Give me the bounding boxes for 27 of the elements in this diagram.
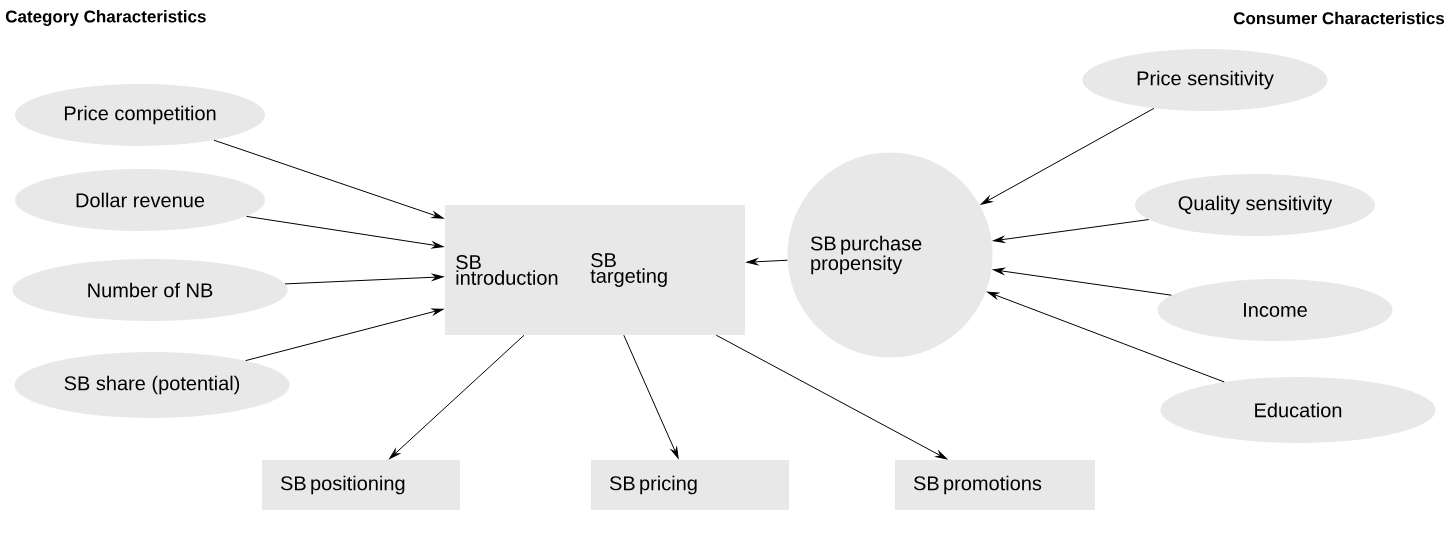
arrow bbox=[389, 334, 525, 460]
arrow bbox=[623, 334, 679, 459]
ellipse-node: Number of NB bbox=[12, 259, 288, 321]
circle-node: SB purchase propensity bbox=[787, 152, 993, 358]
arrow bbox=[987, 291, 1225, 383]
section-heading: Category Characteristics bbox=[5, 10, 206, 26]
arrow bbox=[992, 267, 1172, 296]
arrow bbox=[746, 258, 788, 266]
arrow bbox=[715, 334, 948, 460]
arrow bbox=[213, 139, 444, 219]
ellipse-node: Income bbox=[1157, 279, 1393, 341]
arrow bbox=[245, 308, 444, 362]
ellipse-node: SB share (potential) bbox=[14, 352, 290, 418]
outcome-box: SB positioning bbox=[262, 460, 460, 510]
section-heading: Consumer Characteristics bbox=[1233, 11, 1445, 25]
ellipse-node: Education bbox=[1160, 377, 1436, 443]
arrow bbox=[980, 107, 1155, 205]
ellipse-node: Quality sensitivity bbox=[1135, 174, 1375, 236]
arrow bbox=[993, 219, 1150, 243]
process-box: SB introduction SB targeting bbox=[445, 205, 745, 335]
arrow bbox=[284, 273, 444, 285]
ellipse-node: Dollar revenue bbox=[15, 169, 265, 231]
ellipse-node: Price sensitivity bbox=[1082, 49, 1328, 111]
arrow bbox=[246, 215, 444, 249]
ellipse-node: Price competition bbox=[15, 84, 265, 146]
outcome-box: SB pricing bbox=[591, 460, 789, 510]
outcome-box: SB promotions bbox=[895, 460, 1095, 510]
